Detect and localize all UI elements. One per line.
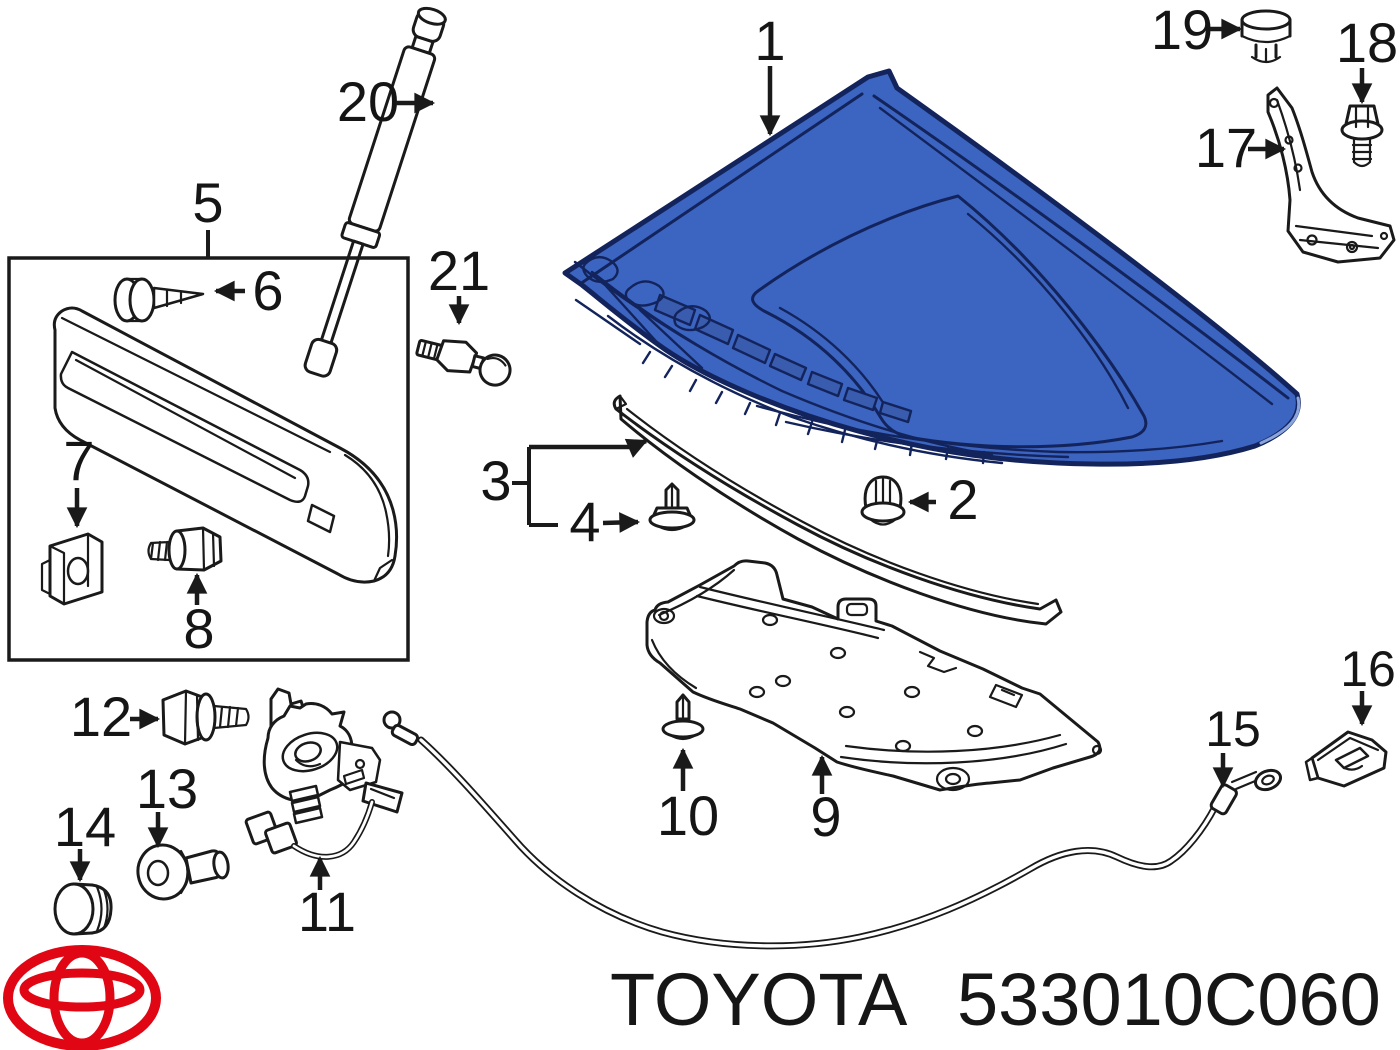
callout-21-label: 21 [428, 239, 490, 302]
hinge-clip-19 [1240, 9, 1292, 64]
logo-crown-ellipse [19, 968, 145, 1012]
callout-14-label: 14 [54, 795, 116, 858]
callout-3-label: 3 [480, 449, 511, 512]
hood-lock-assembly [244, 687, 420, 860]
callout-2-label: 2 [947, 468, 978, 531]
hood-clip-2 [860, 475, 906, 526]
footer: TOYOTA 533010C060 [610, 958, 1381, 1041]
callout-20-label: 20 [337, 70, 399, 133]
strut-ball-stud [415, 338, 512, 387]
hood-underside-ribs [574, 256, 986, 465]
lock-bolt-12 [161, 689, 250, 746]
callout-13-label: 13 [136, 757, 198, 820]
callout-15-label: 15 [1205, 701, 1261, 757]
callout-9-label: 9 [810, 785, 841, 848]
callout-17-label: 17 [1195, 116, 1257, 179]
callout-7-label: 7 [63, 429, 94, 492]
callout-6-label: 6 [252, 259, 283, 322]
logo-vertical-ellipse [49, 948, 115, 1048]
insulator-holes [748, 613, 1103, 792]
callout-16-label: 16 [1340, 641, 1396, 697]
scoop-bolt-8 [147, 526, 223, 572]
callout-4-label: 4 [569, 490, 600, 553]
callout-1-label: 1 [754, 9, 785, 72]
toyota-logo [3, 945, 161, 1050]
detail-box-frame [7, 256, 410, 662]
callout-19-label: 19 [1151, 0, 1213, 61]
scoop-assembly-box [7, 256, 410, 662]
hood-support-strut [303, 6, 447, 378]
hole-plug-14 [53, 882, 113, 936]
scoop-clip-6 [113, 277, 205, 323]
hood-front-seal [612, 394, 1063, 626]
insulator-clip-10 [661, 693, 705, 741]
hood-outline [562, 68, 1301, 467]
hood-release-cable [417, 736, 1283, 950]
release-handle [1304, 730, 1388, 788]
scoop-clip-nut-7 [40, 532, 104, 606]
cable-ferrule [1209, 783, 1238, 816]
hood-scoop [52, 306, 399, 584]
cable-end-ball [382, 710, 402, 730]
callout-10-label: 10 [657, 784, 719, 847]
callout-18-label: 18 [1336, 11, 1398, 74]
seal-clip-4 [648, 482, 696, 532]
callout-5-label: 5 [192, 171, 223, 234]
callouts: 1 2 3 4 5 6 7 8 9 10 11 12 13 14 15 16 1… [54, 0, 1398, 943]
part-number-text: 533010C060 [957, 958, 1381, 1041]
brand-text: TOYOTA [610, 958, 908, 1041]
callout-8-label: 8 [183, 597, 214, 660]
callout-12-label: 12 [70, 685, 132, 748]
hinge-bolt-18 [1340, 104, 1384, 168]
grommet-screw-13 [136, 843, 230, 901]
hood-insulator [645, 559, 1103, 792]
hood-panel [562, 68, 1301, 467]
callout-11-label: 11 [298, 880, 356, 943]
